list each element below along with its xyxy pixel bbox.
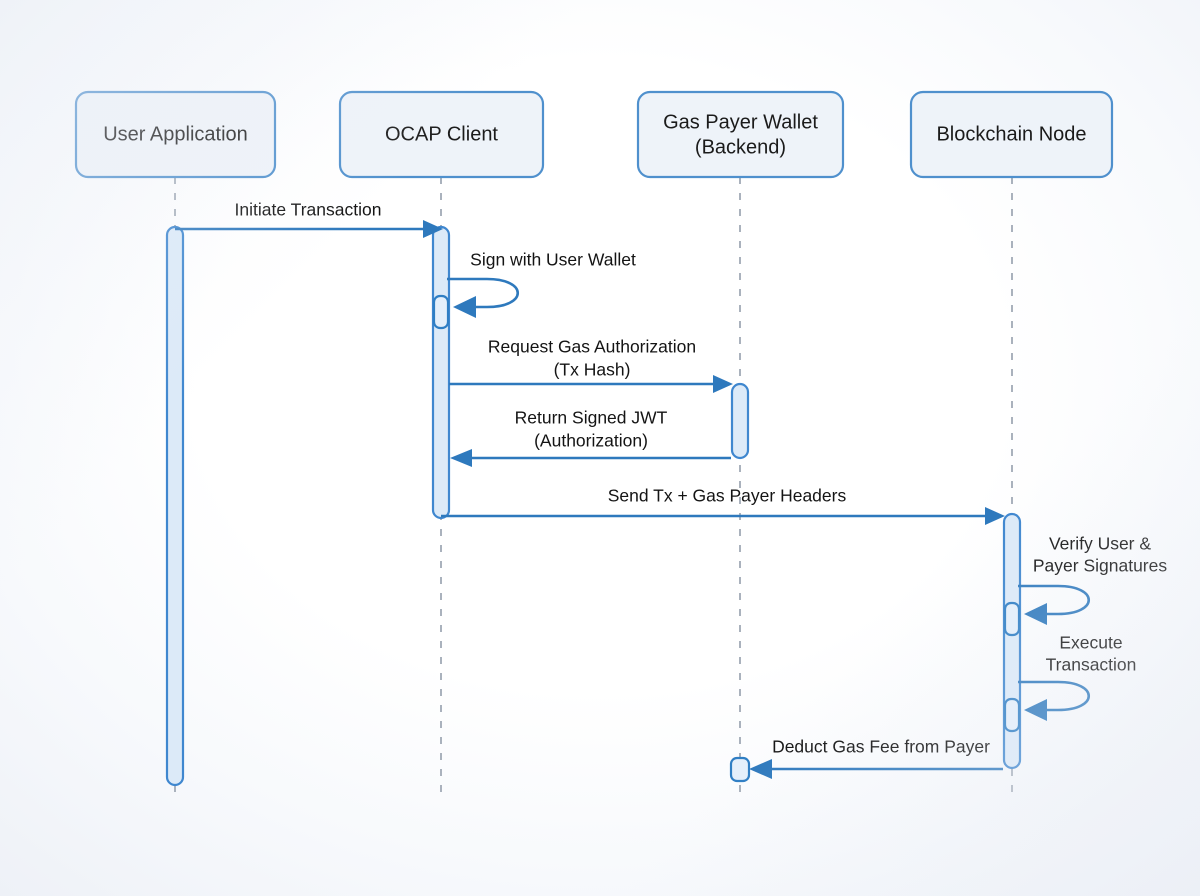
message-label-sign-with-user-wallet: Sign with User Wallet	[470, 250, 636, 270]
message-request-gas-authorization: Request Gas Authorization (Tx Hash)	[449, 337, 733, 393]
message-execute-transaction: Execute Transaction	[1003, 633, 1137, 733]
participant-label-blockchain-node: Blockchain Node	[936, 123, 1086, 145]
participant-user-application[interactable]: User Application	[74, 90, 277, 179]
arrow-head-left	[453, 296, 476, 318]
participants-layer: User Application OCAP Client Gas Payer W…	[74, 90, 1114, 179]
arrow-head-left	[749, 759, 772, 779]
activation-gas-payer-wallet-deduct	[729, 756, 751, 783]
participant-box[interactable]	[338, 90, 545, 179]
activation-ocap-client-sign	[432, 294, 450, 330]
message-label-execute-transaction-line1: Execute	[1059, 633, 1122, 653]
message-label-request-gas-authorization-line1: Request Gas Authorization	[488, 337, 696, 357]
message-label-execute-transaction-line2: Transaction	[1046, 655, 1137, 675]
arrow-head-left	[450, 449, 472, 467]
participant-gas-payer-wallet[interactable]: Gas Payer Wallet (Backend)	[636, 90, 845, 179]
participant-label-user-application: User Application	[103, 123, 248, 145]
participant-label-ocap-client: OCAP Client	[385, 123, 498, 145]
participant-box[interactable]	[636, 90, 845, 179]
self-loop-arc	[1018, 584, 1090, 616]
participant-blockchain-node[interactable]: Blockchain Node	[909, 90, 1114, 179]
message-return-signed-jwt: Return Signed JWT (Authorization)	[450, 408, 731, 467]
message-verify-signatures: Verify User & Payer Signatures	[1003, 534, 1167, 637]
lifelines-layer	[174, 177, 1013, 800]
message-label-deduct-gas-fee: Deduct Gas Fee from Payer	[772, 737, 990, 757]
message-label-send-tx-gas-payer-headers: Send Tx + Gas Payer Headers	[608, 486, 847, 506]
message-label-request-gas-authorization-line2: (Tx Hash)	[554, 360, 631, 380]
activation-blockchain-node-execute	[1003, 697, 1021, 733]
self-loop-arc	[447, 277, 519, 309]
message-initiate-transaction: Initiate Transaction	[175, 200, 443, 238]
message-label-verify-signatures-line1: Verify User &	[1049, 534, 1151, 554]
arrow-head-right	[985, 507, 1005, 525]
arrow-head-left	[1024, 699, 1047, 721]
arrow-head-right	[423, 220, 443, 238]
message-label-verify-signatures-line2: Payer Signatures	[1033, 556, 1167, 576]
activations-layer	[165, 225, 1022, 787]
message-send-tx-gas-payer-headers: Send Tx + Gas Payer Headers	[441, 486, 1005, 525]
message-label-initiate-transaction: Initiate Transaction	[235, 200, 382, 220]
participant-box[interactable]	[909, 90, 1114, 179]
message-label-return-signed-jwt-line1: Return Signed JWT	[515, 408, 668, 428]
participant-box[interactable]	[74, 90, 277, 179]
activation-user-application	[165, 225, 185, 787]
arrow-head-right	[713, 375, 733, 393]
activation-blockchain-node-verify	[1003, 601, 1021, 637]
message-sign-with-user-wallet: Sign with User Wallet	[432, 250, 636, 330]
message-deduct-gas-fee: Deduct Gas Fee from Payer	[729, 737, 1003, 783]
activation-ocap-client	[431, 225, 451, 520]
participant-ocap-client[interactable]: OCAP Client	[338, 90, 545, 179]
activation-gas-payer-wallet	[730, 382, 750, 460]
participant-label-gas-payer-wallet-line1: Gas Payer Wallet	[663, 111, 818, 133]
self-loop-arc	[1018, 680, 1090, 712]
message-label-return-signed-jwt-line2: (Authorization)	[534, 431, 648, 451]
participant-label-gas-payer-wallet-line2: (Backend)	[695, 136, 786, 158]
arrow-head-left	[1024, 603, 1047, 625]
